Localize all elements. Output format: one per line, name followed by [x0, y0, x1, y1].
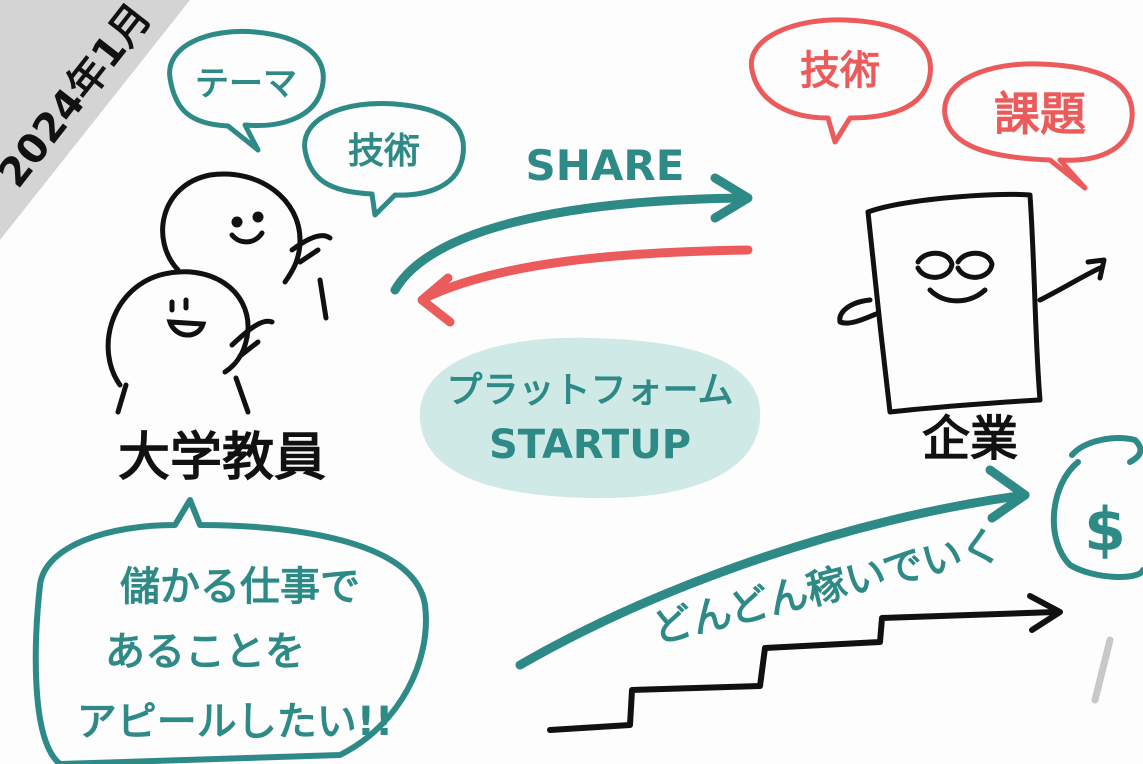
bubble-tech-right-text: 技術 [800, 48, 880, 94]
platform-line1: プラットフォーム [447, 370, 734, 411]
share-arrow-left [417, 245, 753, 327]
bubble-tech-right: 技術 [748, 17, 933, 145]
bubble-issue: 課題 [942, 61, 1135, 191]
speech-line1: 儲かる仕事で [120, 564, 360, 610]
bubble-theme: テーマ [167, 28, 326, 153]
stairs-arrow [547, 593, 1063, 733]
speech-bubble-appeal: 儲かる仕事で あることを アピールしたい!! [32, 497, 429, 764]
growth-arrow [515, 465, 1030, 670]
professor-characters [105, 171, 333, 415]
speech-line2: あることを [105, 629, 305, 675]
bubble-tech-left-text: 技術 [348, 131, 420, 172]
bubble-tech-left: 技術 [302, 100, 466, 218]
speech-line3: アピールしたい!! [77, 699, 393, 745]
money-bag-icon: $ [1050, 435, 1143, 580]
share-label: SHARE [526, 141, 685, 190]
platform-startup: プラットフォーム STARTUP [419, 337, 761, 499]
share-arrow-right [390, 173, 753, 295]
gray-stroke [1091, 636, 1114, 704]
money-symbol: $ [1084, 495, 1126, 565]
professor-label: 大学教員 [118, 428, 326, 488]
date-banner: 2024年1月 [0, 0, 190, 240]
platform-line2: STARTUP [489, 422, 691, 468]
company-character [837, 191, 1107, 415]
company-label: 企業 [922, 411, 1018, 467]
bubble-issue-text: 課題 [994, 87, 1086, 141]
bubble-theme-text: テーマ [195, 64, 297, 104]
